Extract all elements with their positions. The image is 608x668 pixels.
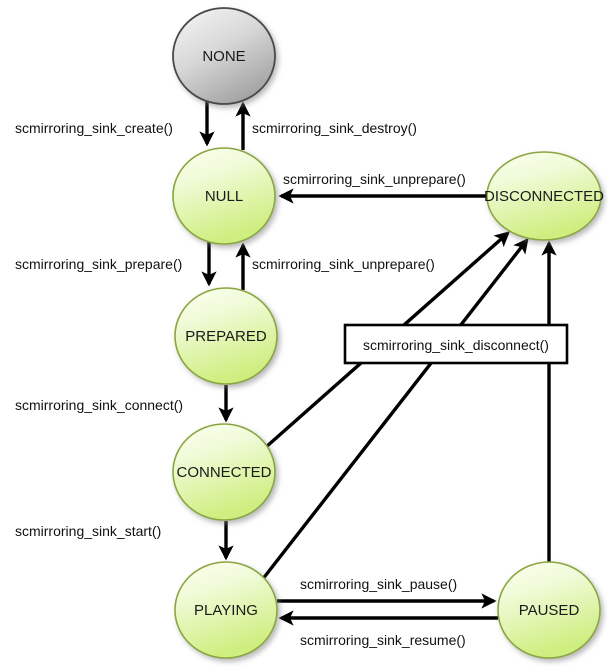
node-disconnected-label: DISCONNECTED: [484, 188, 604, 205]
edge-label-connect: scmirroring_sink_connect(): [15, 397, 183, 413]
edge-label-create: scmirroring_sink_create(): [15, 120, 173, 136]
nodes-layer: NONE NULL DISCONNECTED PREPARED CONNECTE…: [172, 7, 604, 659]
disconnect-box-rect: [343, 323, 569, 365]
edge-label-unprepare-prepared: scmirroring_sink_unprepare(): [252, 256, 435, 272]
disconnect-label-box: scmirroring_sink_disconnect(): [343, 323, 569, 365]
node-paused-label: PAUSED: [519, 602, 580, 619]
node-prepared-label: PREPARED: [185, 328, 267, 345]
edge-disconnect-from-playing: [260, 237, 529, 582]
node-none-shape[interactable]: [172, 7, 276, 105]
node-connected[interactable]: CONNECTED: [172, 423, 276, 521]
node-prepared[interactable]: PREPARED: [174, 287, 278, 385]
edges-layer: [199, 100, 557, 626]
edge-label-resume: scmirroring_sink_resume(): [300, 632, 466, 648]
node-connected-label: CONNECTED: [176, 464, 271, 481]
edge-labels-layer: scmirroring_sink_create() scmirroring_si…: [15, 120, 466, 648]
edge-label-prepare: scmirroring_sink_prepare(): [15, 256, 182, 272]
edge-label-destroy: scmirroring_sink_destroy(): [252, 120, 417, 136]
node-paused[interactable]: PAUSED: [497, 561, 601, 659]
node-none[interactable]: NONE: [172, 7, 276, 105]
node-null[interactable]: NULL: [172, 147, 276, 245]
edge-label-unprepare-disconnected: scmirroring_sink_unprepare(): [283, 171, 466, 187]
node-connected-shape[interactable]: [172, 423, 276, 521]
disconnect-box-label: scmirroring_sink_disconnect(): [363, 337, 549, 353]
edge-label-pause: scmirroring_sink_pause(): [300, 576, 457, 592]
node-playing-label: PLAYING: [194, 602, 258, 619]
edge-label-start: scmirroring_sink_start(): [15, 523, 161, 539]
node-disconnected[interactable]: DISCONNECTED: [484, 151, 604, 241]
node-playing-shape[interactable]: [174, 561, 278, 659]
node-none-label: NONE: [202, 48, 245, 65]
node-paused-shape[interactable]: [497, 561, 601, 659]
node-prepared-shape[interactable]: [174, 287, 278, 385]
node-disconnected-shape[interactable]: [486, 151, 602, 241]
node-null-shape[interactable]: [172, 147, 276, 245]
node-playing[interactable]: PLAYING: [174, 561, 278, 659]
node-null-label: NULL: [205, 188, 243, 205]
